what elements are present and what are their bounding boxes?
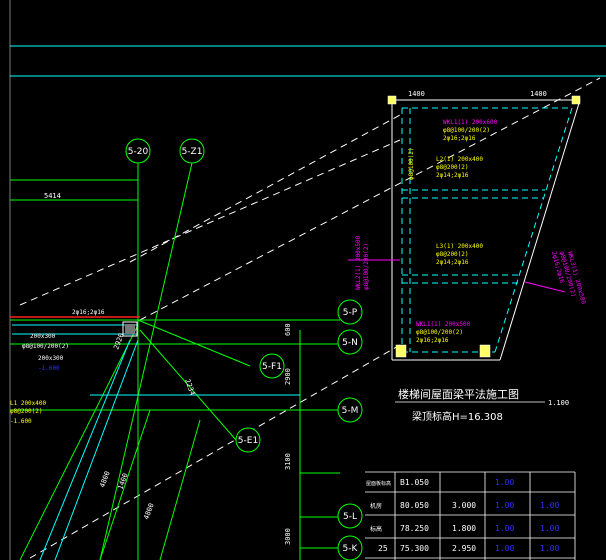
red-tag: 2φ16;2φ16: [72, 309, 105, 316]
svg-text:5-20: 5-20: [128, 147, 149, 157]
room-frame: [391, 99, 581, 361]
table-r2-c3: 3.000: [452, 501, 476, 510]
low-note-l1: L1 200x400: [10, 400, 47, 407]
table-r4-c3: 2.950: [452, 544, 476, 553]
axis-bubble-5-k: [337, 535, 363, 560]
beam-note-2-l3: 2φ14;2φ16: [436, 172, 469, 179]
column-node: [122, 321, 138, 337]
axis-bubble-5-m: [337, 397, 363, 423]
axis-bubble-5-f1: [259, 353, 285, 379]
axis-bubble-5-20: [125, 138, 151, 164]
dim-vert-1: 600: [284, 323, 292, 336]
leader-line: [524, 281, 566, 293]
beam-note-left-l2: φ8@100/200(2): [363, 243, 370, 290]
elevation-label: 梁顶标高H=16.308: [412, 410, 503, 423]
beam-note-3-l3: 2φ14;2φ16: [436, 259, 469, 266]
beam-note-4-l2: φ8@100/200(2): [416, 329, 463, 336]
left-note-l1: 200x300: [30, 333, 56, 340]
beam-note-vert-l1: φ8@100(2): [408, 147, 415, 180]
beam-note-2-l2: φ8@200(2): [436, 164, 469, 171]
svg-text:5-L: 5-L: [343, 512, 357, 522]
room-dashed: [401, 107, 573, 353]
axis-bubbles: 5-20 5-Z1 5-P 5-N 5-F1 5-M 5-E1 5-L 5-K: [125, 138, 363, 560]
dim-vert-4: 3000: [284, 528, 292, 545]
dim-vert-2: 2900: [284, 368, 292, 385]
svg-text:5-Z1: 5-Z1: [182, 147, 203, 157]
dim-diag-3: 4800: [142, 502, 155, 521]
dim-diag-5: 1400: [116, 472, 129, 491]
table-r1-c1: 屋面板标高: [366, 480, 391, 487]
axis-lines: [10, 162, 340, 560]
dim-diag-2: 2920: [112, 332, 125, 351]
svg-text:5-K: 5-K: [343, 544, 359, 554]
svg-text:5-P: 5-P: [343, 308, 358, 318]
beam-note-4-l3: 2φ16;2φ16: [416, 337, 449, 344]
beam-note-2-l1: L2(1) 200x400: [436, 156, 483, 163]
table-r3-c3: 1.800: [452, 524, 476, 533]
beam-note-left-l1: WKL2(1) 200x500: [355, 235, 362, 290]
table-r4-c5: 1.00: [540, 544, 559, 553]
table-r3-c1: 标高: [370, 525, 382, 533]
left-note-l2: φ8@100/200(2): [22, 343, 69, 350]
axis-bubble-5-l: [337, 503, 363, 529]
table-r4-c4: 1.00: [495, 544, 514, 553]
table-r4-c2: 75.300: [400, 544, 429, 553]
table-r2-c5: 1.00: [540, 501, 559, 510]
beam-note-3-l2: φ8@200(2): [436, 251, 469, 258]
table-r2-c1: 机房: [370, 502, 382, 510]
table-r1-c4: 1.00: [495, 478, 514, 487]
table-r2-c4: 1.00: [495, 501, 514, 510]
table-r3-c5: 1.00: [540, 524, 559, 533]
svg-text:5-E1: 5-E1: [238, 436, 258, 446]
beam-annotations: WKL1(1) 200x600 φ8@100/200(2) 2φ16;2φ16 …: [10, 119, 587, 425]
beam-note-3-l1: L3(1) 200x400: [436, 243, 483, 250]
low-note-l2: φ8@200(2): [10, 408, 43, 415]
axis-bubble-5-z1: [179, 138, 205, 164]
stair-outline: [12, 324, 300, 560]
dim-top-right: 1400: [530, 90, 547, 98]
elevation-table: [365, 471, 576, 560]
scale-mark: 1.100: [548, 399, 569, 407]
beam-note-1-l1: WKL1(1) 200x600: [443, 119, 498, 126]
table-r3-c2: 78.250: [400, 524, 429, 533]
svg-text:5-F1: 5-F1: [262, 362, 282, 372]
dim-vert-3: 3100: [284, 453, 292, 470]
left-note-l3: 200x300: [38, 355, 64, 362]
table-r4-c1: 25: [378, 544, 388, 553]
drawing-title: 楼梯间屋面梁平法施工图: [398, 387, 519, 401]
axis-bubble-5-n: [337, 329, 363, 355]
beam-note-1-l3: 2φ16;2φ16: [443, 135, 476, 142]
corner-posts: [387, 95, 581, 358]
axis-bubble-5-e1: [235, 427, 261, 453]
svg-text:5-M: 5-M: [342, 406, 359, 416]
table-r1-c2: B1.050: [400, 478, 429, 487]
axis-bubble-5-p: [337, 299, 363, 325]
dim-diag-4: 4800: [98, 470, 111, 489]
dim-diag-1: 2234: [183, 378, 196, 397]
beam-note-4-l1: WKL1(1) 200x500: [416, 321, 471, 328]
svg-text:5-N: 5-N: [342, 338, 358, 348]
low-note-l3: -1.600: [10, 418, 32, 425]
table-r3-c4: 1.00: [495, 524, 514, 533]
table-r2-c2: 80.050: [400, 501, 429, 510]
dim-left: 5414: [44, 192, 61, 200]
left-note-l4: -1.600: [38, 365, 60, 372]
beam-note-1-l2: φ8@100/200(2): [443, 127, 490, 134]
dim-top-left: 1400: [408, 90, 425, 98]
